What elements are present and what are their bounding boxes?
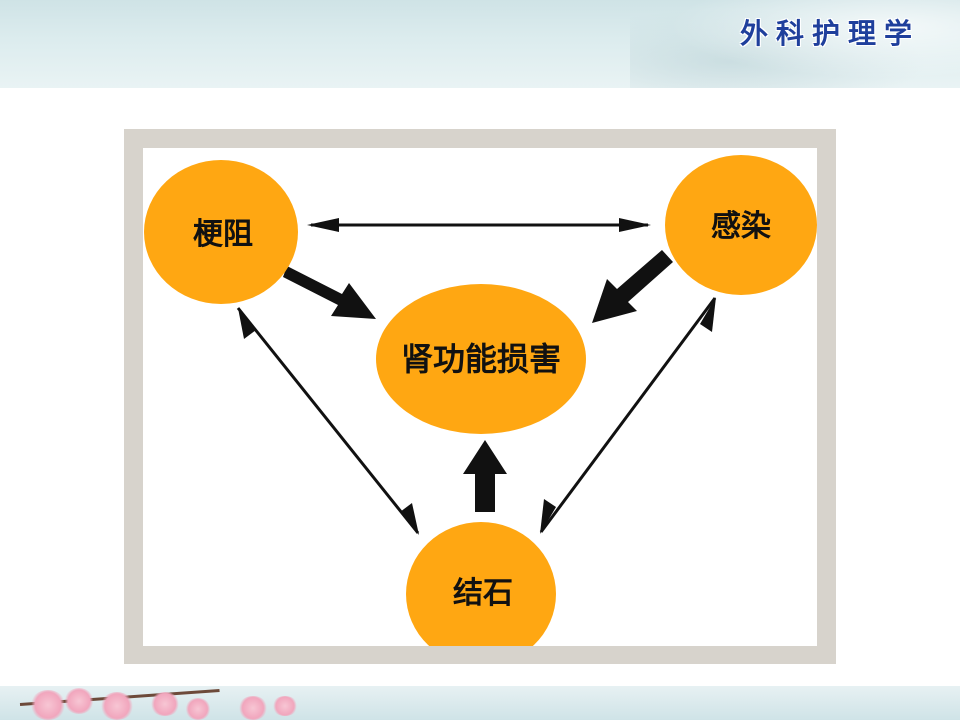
diagram-panel: 梗阻 感染 肾功能损害 结石	[143, 148, 817, 646]
header-band: 外科护理学	[0, 0, 960, 88]
blossom-decoration	[100, 692, 134, 720]
arrowhead-obstruction-end	[238, 308, 256, 339]
arrowhead-right-top	[619, 218, 651, 232]
arrowhead-left-top	[307, 218, 339, 232]
footer-band	[0, 686, 960, 720]
arrow-infection-stone	[539, 297, 717, 533]
blossom-decoration	[150, 692, 180, 716]
blossom-decoration	[64, 688, 94, 714]
node-label-obstruction: 梗阻	[193, 217, 253, 252]
thick-arrow-infection-to-damage	[592, 250, 673, 323]
thick-arrow-obstruction-to-damage	[283, 266, 376, 319]
node-label-renal-damage: 肾功能损害	[401, 340, 561, 378]
blossom-decoration	[185, 698, 211, 720]
node-infection	[665, 155, 817, 295]
arrow-obstruction-stone	[236, 307, 420, 534]
node-label-stone: 结石	[453, 576, 513, 611]
node-obstruction	[144, 160, 298, 304]
blossom-decoration	[238, 696, 268, 720]
blossom-decoration	[272, 696, 298, 716]
blossom-decoration	[30, 690, 66, 720]
arrowhead-stone-left-end	[400, 503, 419, 535]
thick-arrow-stone-to-damage	[463, 440, 507, 512]
header-decoration	[630, 0, 960, 88]
cause-effect-diagram: 梗阻 感染 肾功能损害 结石	[144, 155, 817, 646]
node-renal-damage	[376, 284, 586, 434]
arrowhead-stone-right-end	[540, 499, 556, 534]
node-stone	[406, 522, 556, 646]
arrowhead-infection-end	[700, 297, 716, 332]
course-title: 外科护理学	[739, 17, 920, 50]
node-label-infection: 感染	[711, 209, 771, 244]
